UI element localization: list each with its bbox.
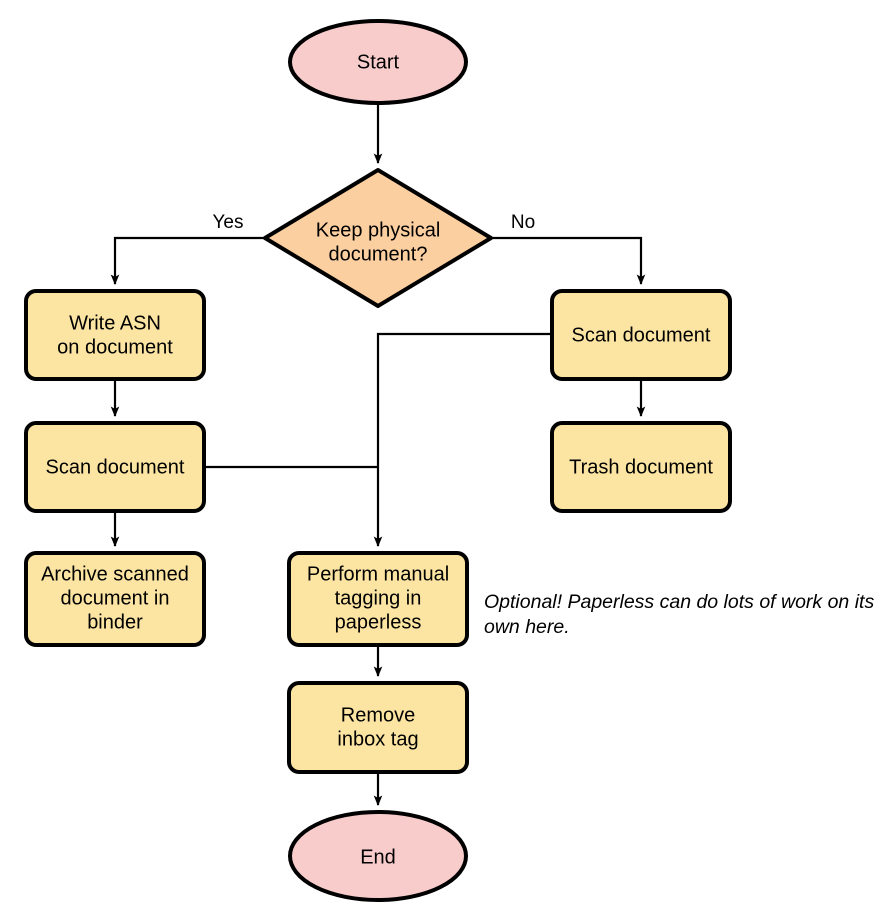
remove-inbox-tag-box-shape[interactable] xyxy=(287,681,469,774)
decision-diamond-shape[interactable] xyxy=(263,168,493,308)
archive-binder-label-line-3: binder xyxy=(87,611,143,633)
edge-label-yes: Yes xyxy=(213,212,244,233)
node-archive-scanned-document-in-binder[interactable]: Archive scanned document in binder xyxy=(24,551,206,647)
manual-tagging-label-line-3: paperless xyxy=(335,611,422,633)
start-ellipse-shape[interactable] xyxy=(288,19,468,105)
scan-document-left-box-shape[interactable] xyxy=(24,421,206,513)
decision-label-line-2: document? xyxy=(329,243,428,265)
node-scan-document-left[interactable]: Scan document xyxy=(24,421,206,513)
archive-binder-label-line-1: Archive scanned xyxy=(41,563,189,585)
manual-tagging-box-shape[interactable] xyxy=(287,551,469,647)
node-remove-inbox-tag[interactable]: Remove inbox tag xyxy=(287,681,469,774)
write-asn-label-line-2: on document xyxy=(57,336,173,358)
node-start[interactable]: Start xyxy=(288,19,468,105)
trash-document-label: Trash document xyxy=(569,456,713,478)
decision-label-line-1: Keep physical xyxy=(316,219,441,241)
remove-inbox-tag-label-line-2: inbox tag xyxy=(337,728,418,750)
archive-binder-box-shape[interactable] xyxy=(24,551,206,647)
edge-label-layer: Yes No xyxy=(213,212,536,233)
node-perform-manual-tagging[interactable]: Perform manual tagging in paperless xyxy=(287,551,469,647)
edge-decision-to-write-asn xyxy=(110,236,265,285)
end-ellipse-shape[interactable] xyxy=(288,810,468,902)
node-end[interactable]: End xyxy=(288,810,468,902)
scan-document-left-label: Scan document xyxy=(46,456,185,478)
edge-layer xyxy=(110,103,646,806)
node-trash-document[interactable]: Trash document xyxy=(550,421,732,513)
end-label: End xyxy=(360,846,396,868)
scan-document-right-box-shape[interactable] xyxy=(550,289,732,381)
start-label: Start xyxy=(357,51,400,73)
node-scan-document-right[interactable]: Scan document xyxy=(550,289,732,381)
write-asn-label-line-1: Write ASN xyxy=(69,312,161,334)
write-asn-box-shape[interactable] xyxy=(24,289,206,381)
archive-binder-label-line-2: document in xyxy=(61,587,170,609)
node-write-asn-on-document[interactable]: Write ASN on document xyxy=(24,289,206,381)
manual-tagging-label-line-2: tagging in xyxy=(335,587,422,609)
edge-decision-to-scan-right xyxy=(491,236,646,285)
remove-inbox-tag-label-line-1: Remove xyxy=(341,704,415,726)
optional-note: Optional! Paperless can do lots of work … xyxy=(484,591,875,638)
trash-document-box-shape[interactable] xyxy=(550,421,732,513)
edge-label-no: No xyxy=(511,212,535,233)
edge-scan-right-to-tagging xyxy=(373,332,552,547)
node-keep-physical-document[interactable]: Keep physical document? xyxy=(263,168,493,308)
scan-document-right-label: Scan document xyxy=(572,324,711,346)
manual-tagging-label-line-1: Perform manual xyxy=(307,563,449,585)
